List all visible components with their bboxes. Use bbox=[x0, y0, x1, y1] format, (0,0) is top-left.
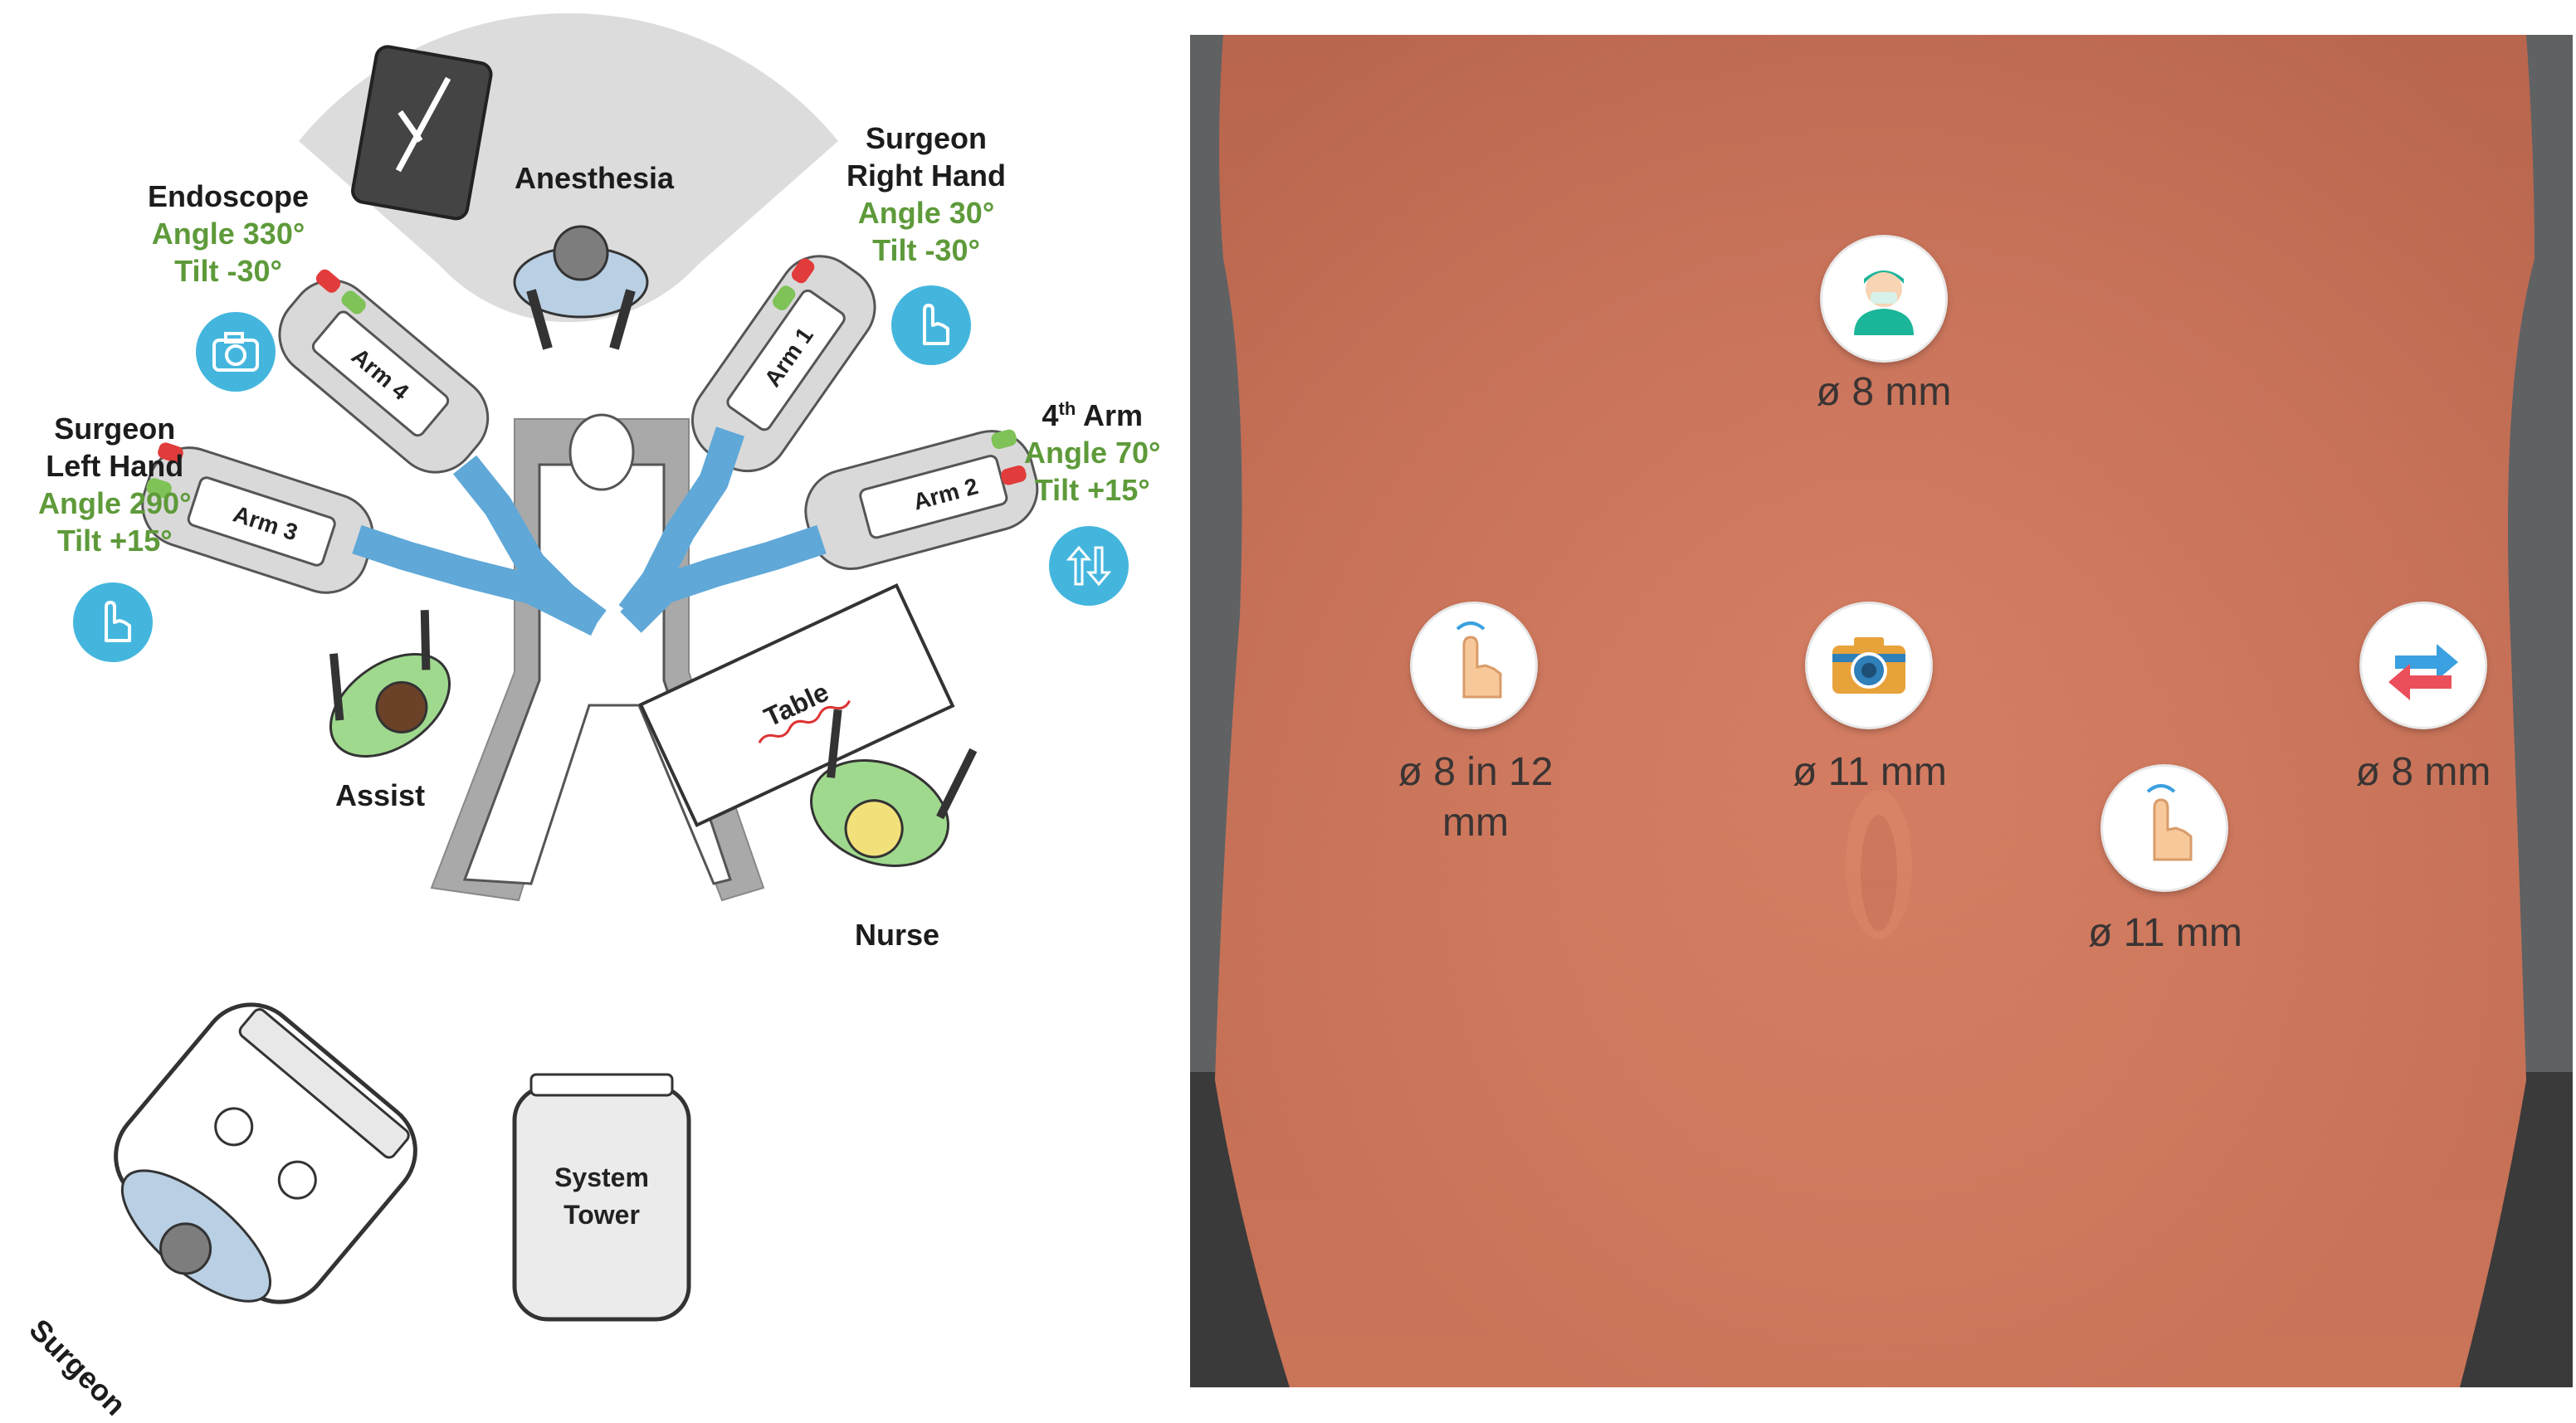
swap-arrows-icon bbox=[2388, 644, 2458, 700]
fourth-arm-label-group: 4th Arm Angle 70° Tilt +15° bbox=[1024, 397, 1160, 509]
nurse-figure bbox=[810, 709, 978, 867]
system-tower-line1: System bbox=[554, 1162, 649, 1192]
surgeon-right-hand-title2: Right Hand bbox=[846, 158, 1006, 192]
surgeon-right-hand-angle: Angle 30° bbox=[857, 196, 995, 230]
camera-icon bbox=[1832, 637, 1905, 694]
endoscope-title: Endoscope bbox=[148, 179, 310, 213]
system-tower-line2: Tower bbox=[564, 1200, 640, 1230]
fourth-arm-title: 4th Arm bbox=[1042, 398, 1143, 432]
surgeon-right-hand-label-group: Surgeon Right Hand Angle 30° Tilt -30° bbox=[846, 119, 1006, 269]
nurse-label: Nurse bbox=[855, 918, 940, 952]
right-hand-port-size: ø 11 mm bbox=[2088, 911, 2242, 955]
camera-icon bbox=[196, 312, 276, 392]
fourth-arm-port[interactable] bbox=[2362, 604, 2485, 727]
system-tower: System Tower bbox=[512, 1073, 691, 1322]
endoscope-label-group: Endoscope Angle 330° Tilt -30° bbox=[148, 178, 309, 290]
or-layout-drawing: Arm 4 Arm 1 Arm 2 bbox=[114, 13, 1039, 1322]
surgeon-left-hand-title2: Left Hand bbox=[46, 449, 184, 483]
endoscope-tilt: Tilt -30° bbox=[174, 254, 282, 288]
endoscope-port-size: ø 11 mm bbox=[1793, 750, 1947, 794]
assistant-figure bbox=[329, 610, 451, 758]
instrument-table: Table bbox=[638, 582, 955, 828]
hand-pointer-icon bbox=[2146, 784, 2193, 861]
left-hand-port[interactable] bbox=[1412, 604, 1535, 727]
fourth-arm-port-size: ø 8 mm bbox=[2355, 750, 2491, 794]
surgeon-right-hand-title1: Surgeon bbox=[865, 121, 987, 155]
robot-arm-2: Arm 2 bbox=[620, 429, 1039, 633]
anesthesia-monitor bbox=[351, 45, 493, 221]
hand-pointer-icon bbox=[1456, 621, 1502, 699]
up-down-arrows-icon bbox=[1049, 526, 1129, 606]
surgeon-right-hand-tilt: Tilt -30° bbox=[872, 233, 980, 267]
surgeon-left-hand-tilt: Tilt +15° bbox=[56, 524, 173, 558]
endoscope-port[interactable] bbox=[1808, 604, 1930, 727]
right-hand-port[interactable] bbox=[2103, 767, 2226, 889]
navel bbox=[1861, 815, 1897, 931]
surgeon-left-hand-title1: Surgeon bbox=[54, 412, 176, 446]
assistant-port-size: ø 8 mm bbox=[1816, 370, 1952, 414]
left-hand-port-size: ø 8 in 12 mm bbox=[1398, 750, 1554, 846]
surgeon-left-hand-label-group: Surgeon Left Hand Angle 290° Tilt +15° bbox=[38, 410, 191, 559]
surgeon-left-hand-angle: Angle 290° bbox=[38, 486, 192, 520]
fourth-arm-angle: Angle 70° bbox=[1024, 436, 1161, 470]
robot-arm-3: Arm 3 bbox=[141, 442, 605, 636]
anesthesia-label: Anesthesia bbox=[515, 161, 675, 195]
endoscope-angle: Angle 330° bbox=[151, 217, 305, 251]
hand-pointer-icon bbox=[891, 285, 971, 365]
torso-port-view: ø 8 mm ø 8 in 12 mm ø 11 mm ø 11 mm bbox=[1190, 35, 2573, 1387]
or-setup-diagram: Arm 4 Arm 1 Arm 2 bbox=[0, 0, 1178, 1422]
assist-label: Assist bbox=[335, 778, 426, 812]
hand-pointer-icon bbox=[73, 582, 153, 662]
assistant-port[interactable] bbox=[1822, 237, 1945, 360]
anesthesiologist-figure bbox=[513, 225, 649, 350]
surgeon-person-icon bbox=[1854, 270, 1914, 335]
fourth-arm-tilt: Tilt +15° bbox=[1034, 473, 1150, 507]
surgeon-console bbox=[114, 1002, 417, 1304]
